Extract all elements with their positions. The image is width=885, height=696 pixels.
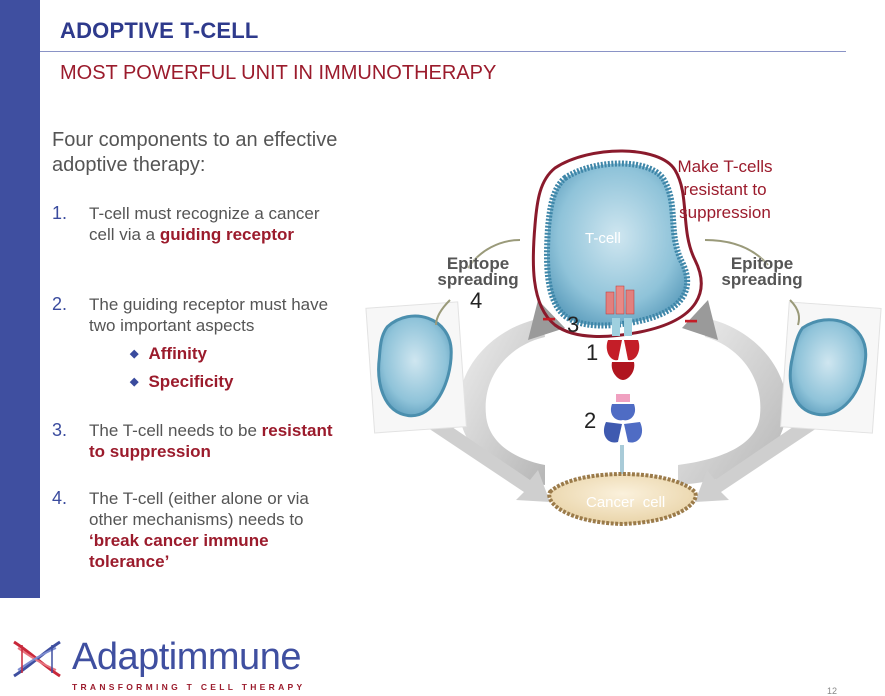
step-label-1: 1: [586, 340, 599, 365]
item-highlight: guiding receptor: [159, 225, 294, 244]
sidebar-stripe: [0, 0, 40, 598]
item-text: The T-cell (either alone or via other me…: [89, 488, 349, 572]
company-logo: Adaptimmune TRANSFORMING T CELL THERAPY: [8, 630, 328, 694]
item-number: 3.: [52, 420, 68, 440]
subitem-label: Affinity: [148, 344, 208, 363]
item-number: 1.: [52, 203, 68, 223]
epitope-spreading-left: Epitope spreading: [437, 254, 519, 289]
item-number: 2.: [52, 294, 68, 314]
logo-tagline: TRANSFORMING T CELL THERAPY: [72, 682, 306, 692]
resistance-callout: Make T-cells resistant to suppression: [677, 157, 773, 222]
item-highlight: ‘break cancer immune tolerance’: [89, 531, 269, 571]
item-number: 4.: [52, 488, 68, 508]
tcell-body: [544, 160, 691, 329]
intro-text: Four components to an effective adoptive…: [52, 129, 338, 176]
epitope-spreading-right: Epitope spreading: [721, 254, 803, 289]
minus-sign-left: −: [542, 306, 557, 333]
item-body: The T-cell (either alone or via other me…: [89, 489, 309, 529]
step-label-4: 4: [470, 288, 483, 313]
subitem-label: Specificity: [148, 372, 234, 391]
minus-sign-right: −: [684, 308, 699, 335]
cycle-arrow-right: [678, 318, 787, 485]
page-number: 12: [826, 686, 837, 696]
subitem-affinity: ◆ Affinity: [130, 344, 207, 364]
cancer-cell-label: Cancer cell: [586, 494, 666, 511]
item-body: The T-cell needs to be: [89, 421, 257, 440]
tcell-label: T-cell: [585, 230, 621, 247]
tcell-outline: [531, 149, 703, 338]
tcell-diagram: T-cell Cancer cell Epitope spreading Epi…: [360, 140, 885, 560]
cancer-cell: [547, 472, 698, 527]
arrow-to-cancer-left: [422, 412, 550, 502]
logo-wordmark: Adaptimmune: [72, 636, 301, 678]
item-text: The guiding receptor must have two impor…: [89, 294, 349, 336]
item-highlight: resistant to suppression: [89, 421, 333, 461]
item-text: The T-cell needs to be resistant to supp…: [89, 420, 349, 462]
page-subtitle: MOST POWERFUL UNIT IN IMMUNOTHERAPY: [60, 62, 497, 84]
page-title: ADOPTIVE T-CELL: [60, 18, 259, 43]
step-label-3: 3: [567, 312, 580, 337]
item-body: The guiding receptor must have two impor…: [89, 295, 329, 335]
diamond-bullet-icon: ◆: [130, 348, 139, 360]
tcell-diagram-graphic: [365, 149, 882, 527]
item-body: T-cell must recognize a cancer cell via …: [89, 204, 320, 244]
cycle-arrow-left: [458, 318, 545, 485]
diamond-bullet-icon: ◆: [130, 376, 139, 388]
title-divider: [40, 51, 846, 52]
arrow-to-cancer-right: [695, 412, 823, 502]
subitem-specificity: ◆ Specificity: [130, 372, 234, 392]
step-label-2: 2: [584, 408, 597, 433]
dna-helix-icon: [13, 640, 61, 678]
item-text: T-cell must recognize a cancer cell via …: [89, 203, 349, 245]
